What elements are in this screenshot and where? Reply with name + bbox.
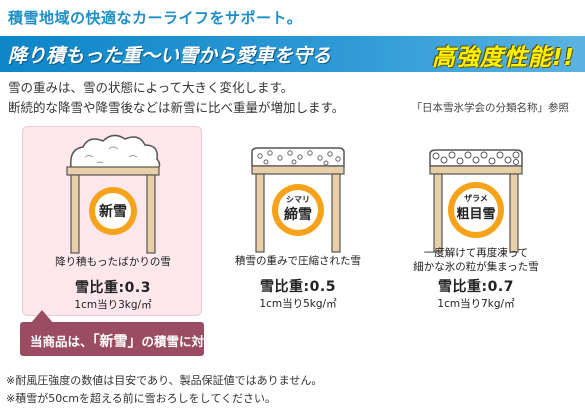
snow-description-line: 降り積もったばかりの雪 bbox=[55, 256, 171, 268]
snow-ratio: 雪比重:0.7 bbox=[438, 279, 514, 295]
product-note-arrow bbox=[30, 310, 54, 324]
snow-type-name: 粗目雪 bbox=[456, 206, 495, 222]
snow-table-illustration: ザラメ 粗目雪 bbox=[429, 149, 523, 253]
snow-panel-shimari: シマリ 締雪 積雪の重みで圧縮された雪 雪比重:0.5 1cm当り5kg/㎡ bbox=[208, 126, 388, 316]
snow-description: 積雪の重みで圧縮された雪 bbox=[208, 254, 388, 268]
snow-panel-zarame: ザラメ 粗目雪 一度解けて再度凍って 細かな氷の粒が集まった雪 雪比重:0.7 … bbox=[386, 126, 566, 316]
snow-table-illustration: 新雪 bbox=[66, 134, 161, 254]
snow-description-line: 一度解けて再度凍って bbox=[423, 247, 529, 259]
snow-description: 一度解けて再度凍って 細かな氷の粒が集まった雪 bbox=[386, 246, 566, 274]
product-note-suffix: の積雪に対応 bbox=[141, 334, 217, 349]
product-note: 当商品は、「新雪」の積雪に対応 bbox=[20, 322, 217, 356]
snow-table-illustration: シマリ 締雪 bbox=[251, 147, 345, 253]
banner-left-text: 降り積もった重〜い雪から愛車を守る bbox=[8, 45, 332, 67]
intro-text: 雪の重みは、雪の状態によって大きく変化します。 断続的な降雪や降雪後などは新雪に… bbox=[8, 78, 344, 118]
snow-type-name: 締雪 bbox=[284, 206, 312, 223]
reference-note: 「日本雪氷学会の分類名称」参照 bbox=[411, 102, 570, 114]
product-note-prefix: 当商品は、 bbox=[30, 334, 93, 349]
footnote: ※積雪が50cmを超える前に雪おろしをしてください。 bbox=[6, 392, 276, 405]
snow-unit-weight: 1cm当り3kg/㎡ bbox=[74, 299, 152, 311]
snow-ratio: 雪比重:0.3 bbox=[75, 280, 151, 296]
snow-type-ruby: ザラメ bbox=[464, 194, 488, 203]
snow-type-ruby: シマリ bbox=[286, 195, 310, 204]
snow-unit-weight: 1cm当り5kg/㎡ bbox=[259, 298, 337, 310]
snow-type-name: 新雪 bbox=[99, 203, 127, 220]
banner-right-text: 高強度性能!! bbox=[432, 45, 575, 71]
snow-description-line: 積雪の重みで圧縮された雪 bbox=[235, 255, 361, 267]
product-note-emphasis: 「新雪」 bbox=[92, 334, 142, 350]
intro-line-1: 雪の重みは、雪の状態によって大きく変化します。 bbox=[8, 80, 294, 95]
intro-line-2: 断続的な降雪や降雪後などは新雪に比べ重量が増加します。 bbox=[8, 100, 345, 115]
banner: 降り積もった重〜い雪から愛車を守る 高強度性能!! bbox=[0, 36, 585, 72]
snow-panel-shinsetsu: 新雪 降り積もったばかりの雪 雪比重:0.3 1cm当り3kg/㎡ bbox=[22, 126, 202, 316]
snow-ratio: 雪比重:0.5 bbox=[260, 279, 336, 295]
footnote: ※耐風圧強度の数値は目安であり、製品保証値ではありません。 bbox=[6, 374, 323, 387]
sub-heading: 積雪地域の快適なカーライフをサポート。 bbox=[8, 9, 303, 27]
snow-description-line: 細かな氷の粒が集まった雪 bbox=[413, 261, 539, 273]
snow-unit-weight: 1cm当り7kg/㎡ bbox=[437, 298, 515, 310]
snow-description: 降り積もったばかりの雪 bbox=[23, 255, 203, 269]
